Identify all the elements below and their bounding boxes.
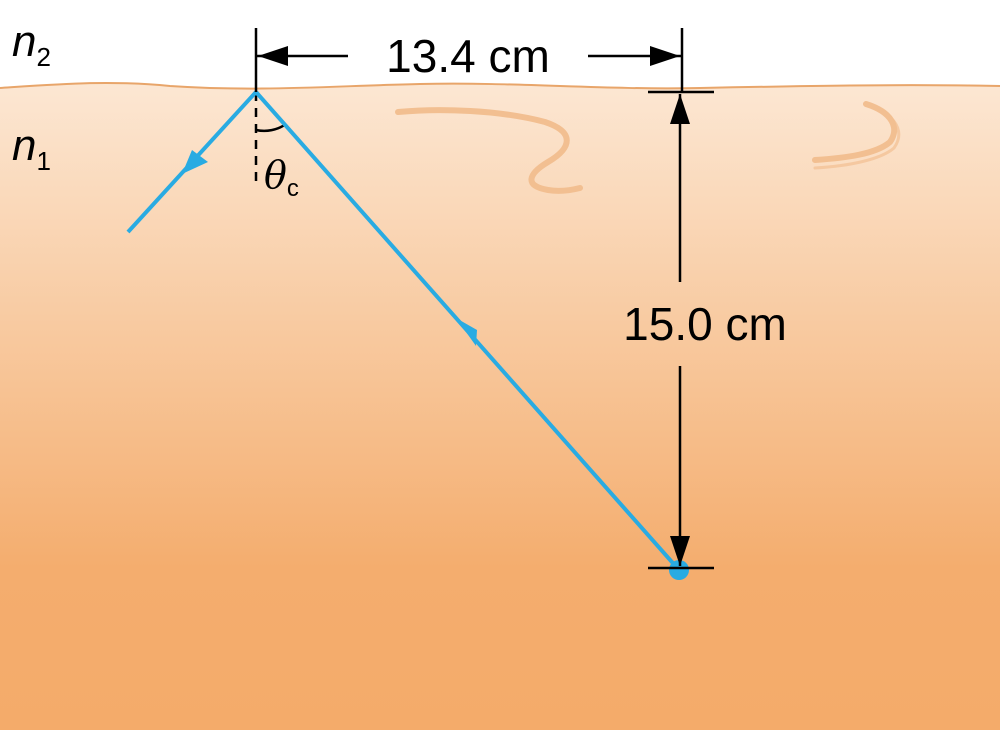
vertical-depth-label: 15.0 cm: [623, 298, 787, 350]
critical-angle-label-base: θ: [264, 153, 287, 197]
horizontal-distance-label: 13.4 cm: [386, 30, 550, 82]
incident-ray-arrowhead: [456, 318, 477, 346]
reflected-ray-arrowhead: [182, 150, 208, 174]
n1-label-base: n: [12, 121, 36, 170]
horizontal-arrowhead-left: [258, 46, 288, 66]
critical-angle-label-sub: c: [287, 175, 299, 202]
n2-label: n2: [12, 17, 51, 72]
vertical-arrowhead-top: [670, 94, 690, 124]
medium-n2: [0, 0, 1000, 90]
n2-label-base: n: [12, 17, 36, 66]
ripple-left: [395, 107, 583, 194]
n1-label: n1: [12, 121, 51, 176]
n1-label-sub: 1: [36, 146, 50, 176]
light-source-point: [669, 560, 689, 580]
surface-line: [0, 81, 1000, 90]
n2-label-sub: 2: [36, 42, 50, 72]
medium-n1: [0, 82, 1000, 730]
ripple-right-inner: [813, 108, 901, 170]
critical-angle-label: θc: [264, 153, 299, 202]
horizontal-arrowhead-right: [650, 46, 680, 66]
vertical-arrowhead-bottom: [670, 536, 690, 566]
